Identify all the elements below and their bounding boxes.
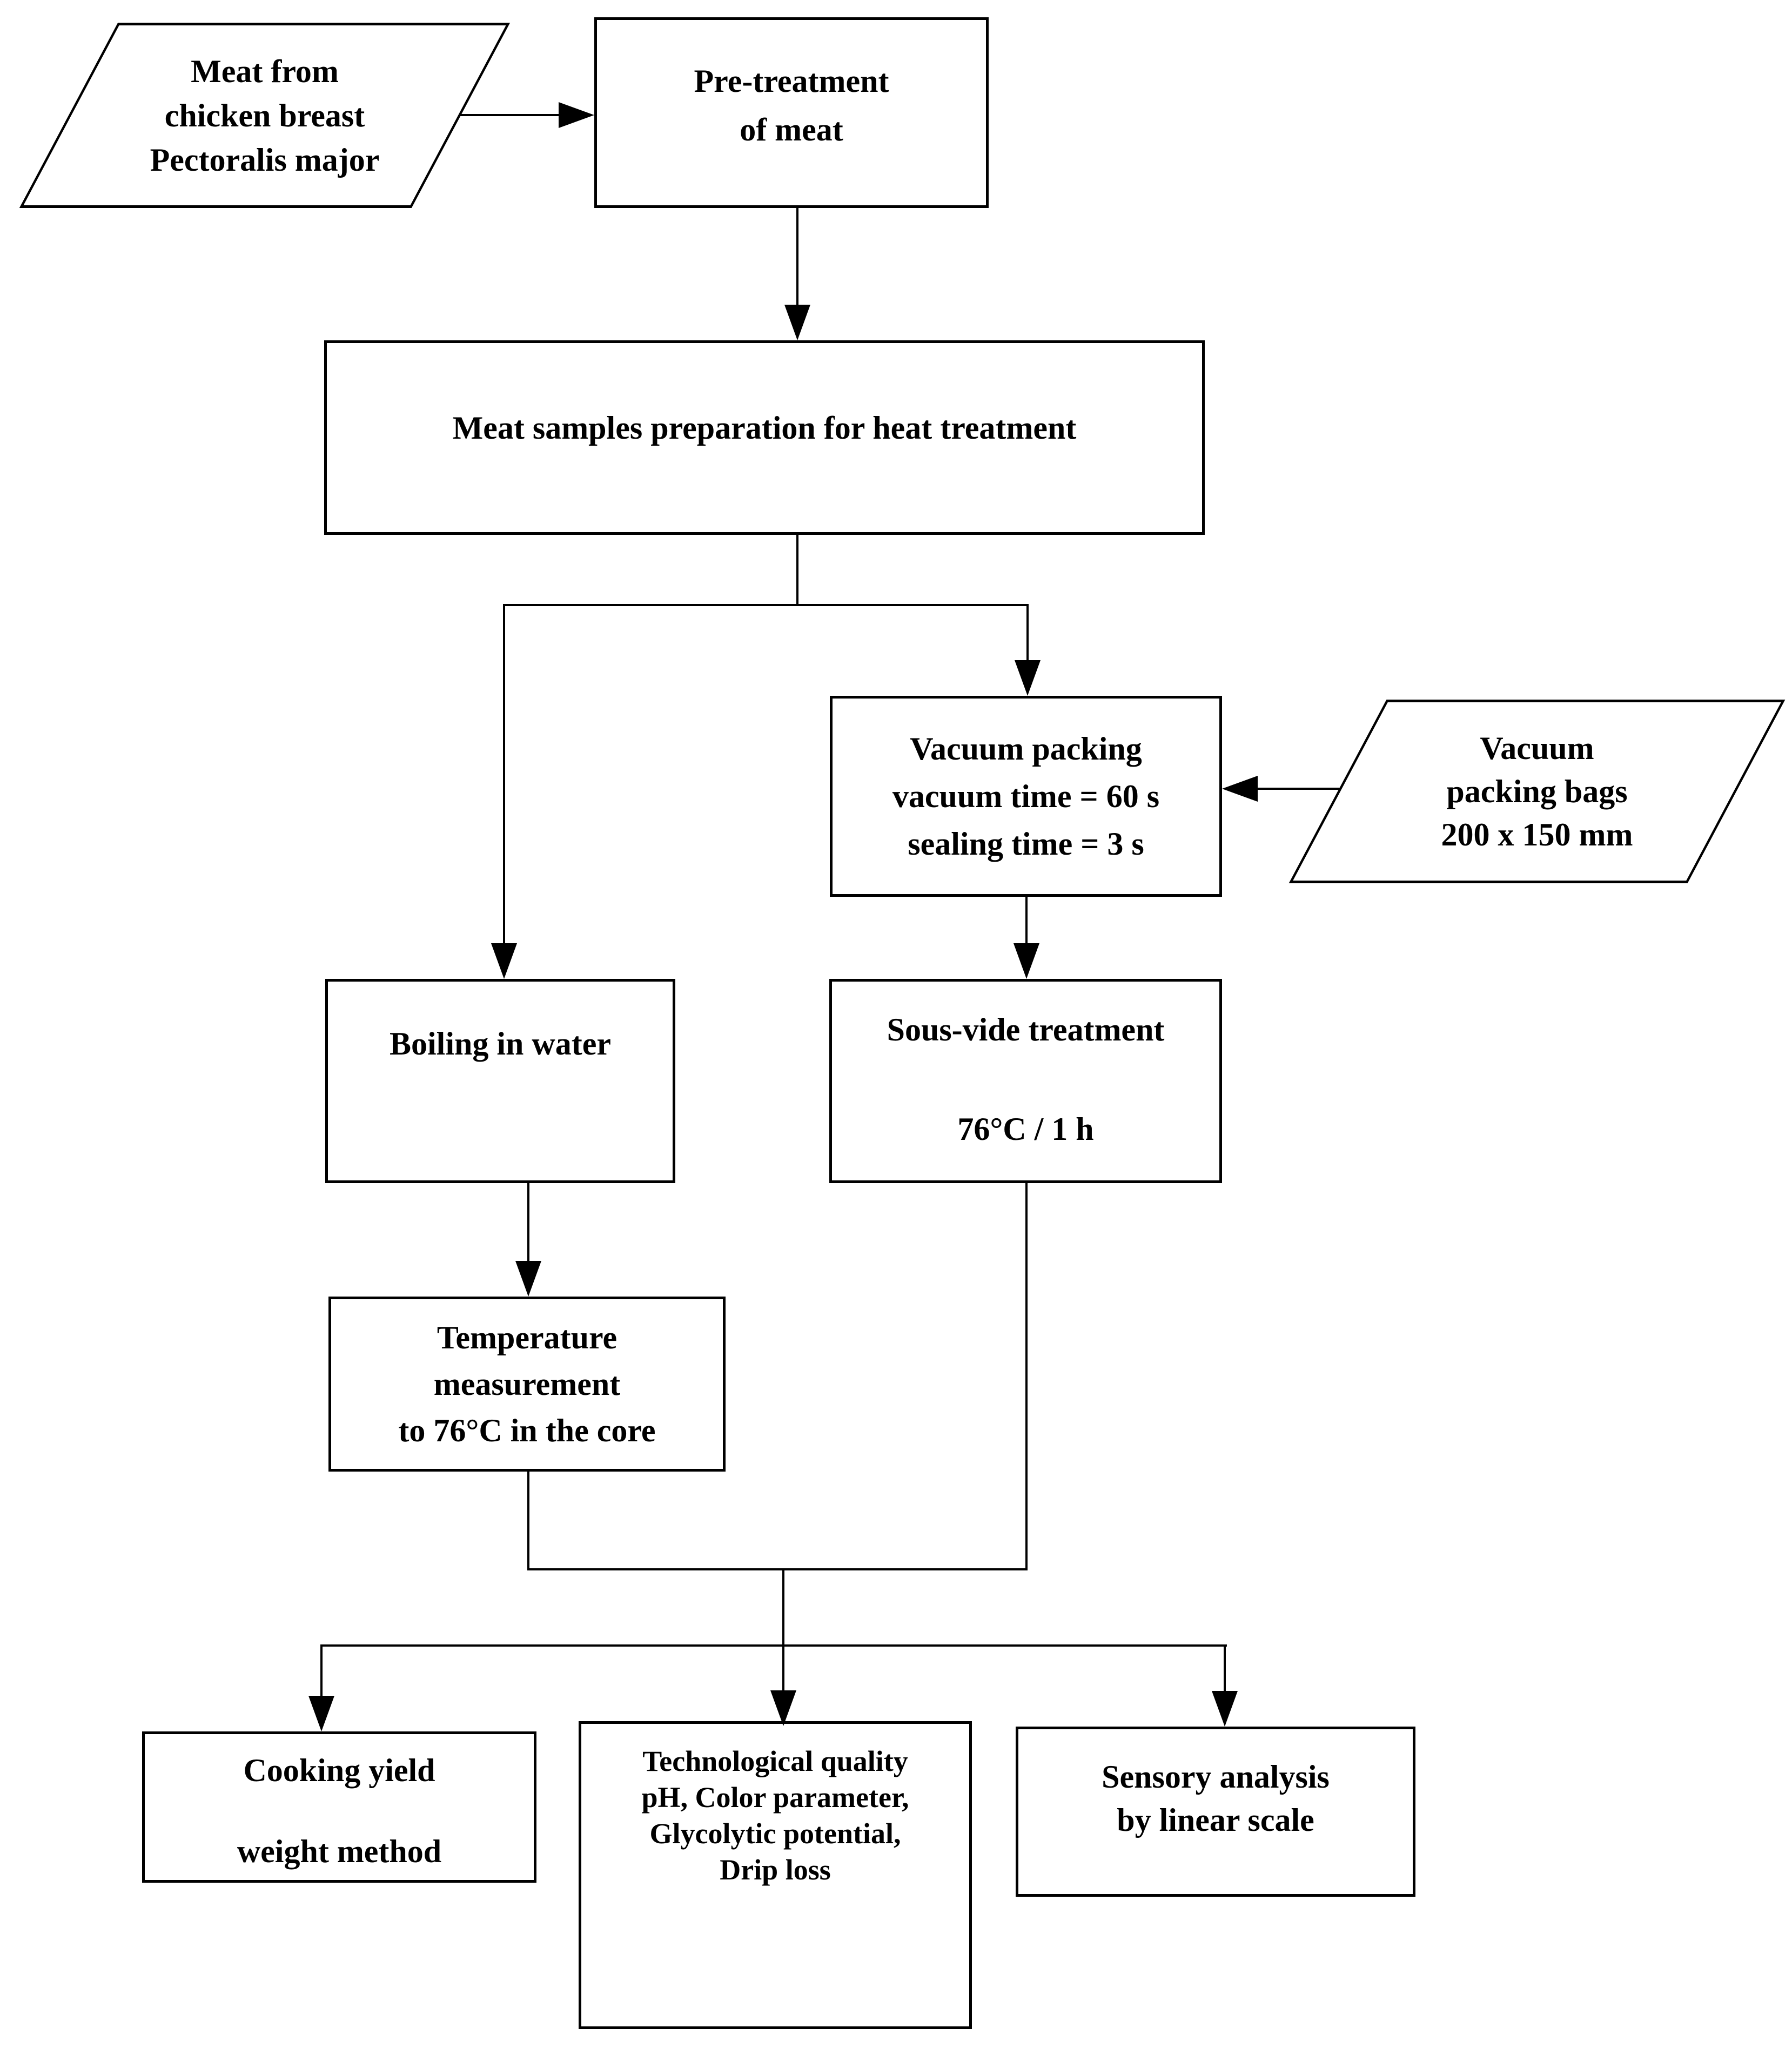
node-label-line: Sous-vide treatment <box>887 1012 1165 1047</box>
connector-merge-line <box>527 1568 1028 1570</box>
arrowhead-down <box>1015 660 1041 696</box>
flow-node-vacuum-packing: Vacuum packing vacuum time = 60 s sealin… <box>830 696 1222 897</box>
node-label-line: pH, Color parameter, <box>641 1781 909 1814</box>
connector-branch-to-boiling <box>503 604 505 944</box>
connector-source-to-pretreatment <box>459 114 562 116</box>
flow-node-packing-bags: Vacuum packing bags 200 x 150 mm <box>1338 700 1736 883</box>
arrowhead-down <box>770 1690 796 1726</box>
flow-node-preparation: Meat samples preparation for heat treatm… <box>324 340 1205 535</box>
connector-sousvide-to-merge <box>1025 1183 1028 1570</box>
flow-node-temperature: Temperature measurement to 76°C in the c… <box>328 1297 726 1472</box>
node-label-line: to 76°C in the core <box>398 1413 656 1448</box>
connector-branch-line <box>503 604 1029 606</box>
arrowhead-down <box>784 305 810 340</box>
node-label-line: Vacuum packing <box>910 731 1142 767</box>
node-label-line: measurement <box>433 1366 621 1402</box>
flow-node-cooking-yield: Cooking yield weight method <box>142 1731 536 1883</box>
node-label-line: packing bags <box>1446 774 1628 809</box>
connector-boiling-to-temperature <box>527 1183 529 1261</box>
arrowhead-right <box>559 102 594 128</box>
connector-bags-to-vacuum <box>1257 788 1340 790</box>
connector-branch-to-vacuum <box>1026 604 1029 661</box>
node-label-line: vacuum time = 60 s <box>892 778 1160 814</box>
node-label-line: sealing time = 3 s <box>908 826 1144 862</box>
node-label-line: Technological quality <box>642 1745 908 1777</box>
arrowhead-down <box>308 1696 334 1731</box>
node-label-line: 76°C / 1 h <box>957 1111 1094 1147</box>
connector-temperature-to-merge <box>527 1472 529 1570</box>
node-label-line: by linear scale <box>1117 1802 1314 1838</box>
node-label-line: Meat from <box>191 53 339 89</box>
flow-node-sensory: Sensory analysis by linear scale <box>1016 1727 1415 1897</box>
node-label-line: Meat samples preparation for heat treatm… <box>452 410 1077 446</box>
node-label-line: Boiling in water <box>389 1026 611 1062</box>
connector-split-to-sensory <box>1224 1644 1226 1691</box>
node-label-line: of meat <box>740 112 843 147</box>
arrowhead-left <box>1222 776 1258 802</box>
flow-node-tech-quality: Technological quality pH, Color paramete… <box>579 1721 972 2029</box>
node-label-line: 200 x 150 mm <box>1441 817 1633 852</box>
connector-split-line <box>320 1644 1227 1647</box>
node-label-line: Pre-treatment <box>694 63 889 99</box>
flow-node-sous-vide: Sous-vide treatment 76°C / 1 h <box>829 979 1222 1183</box>
node-label-line: weight method <box>237 1834 442 1869</box>
flow-node-pretreatment: Pre-treatment of meat <box>594 17 989 208</box>
node-label-line: Vacuum <box>1480 730 1594 766</box>
node-label-line: Pectoralis major <box>150 142 380 178</box>
connector-pretreatment-to-preparation <box>796 208 798 305</box>
arrowhead-down <box>491 943 517 979</box>
connector-split-to-cookingyield <box>320 1644 323 1696</box>
node-label-line: Cooking yield <box>243 1752 435 1788</box>
connector-vacuum-to-sousvide <box>1025 897 1028 943</box>
node-label-line: Drip loss <box>720 1854 831 1886</box>
arrowhead-down <box>515 1261 541 1297</box>
connector-preparation-stub <box>796 535 798 606</box>
arrowhead-down <box>1014 943 1039 979</box>
flow-node-boiling: Boiling in water <box>325 979 675 1183</box>
flow-node-meat-source: Meat from chicken breast Pectoralis majo… <box>69 23 461 208</box>
node-label-line: chicken breast <box>164 97 365 133</box>
arrowhead-down <box>1212 1691 1238 1727</box>
node-label-line: Glycolytic potential, <box>649 1817 901 1850</box>
node-label-line: Temperature <box>437 1320 618 1355</box>
connector-merge-to-techquality <box>782 1568 784 1694</box>
node-label-line: Sensory analysis <box>1102 1759 1330 1795</box>
